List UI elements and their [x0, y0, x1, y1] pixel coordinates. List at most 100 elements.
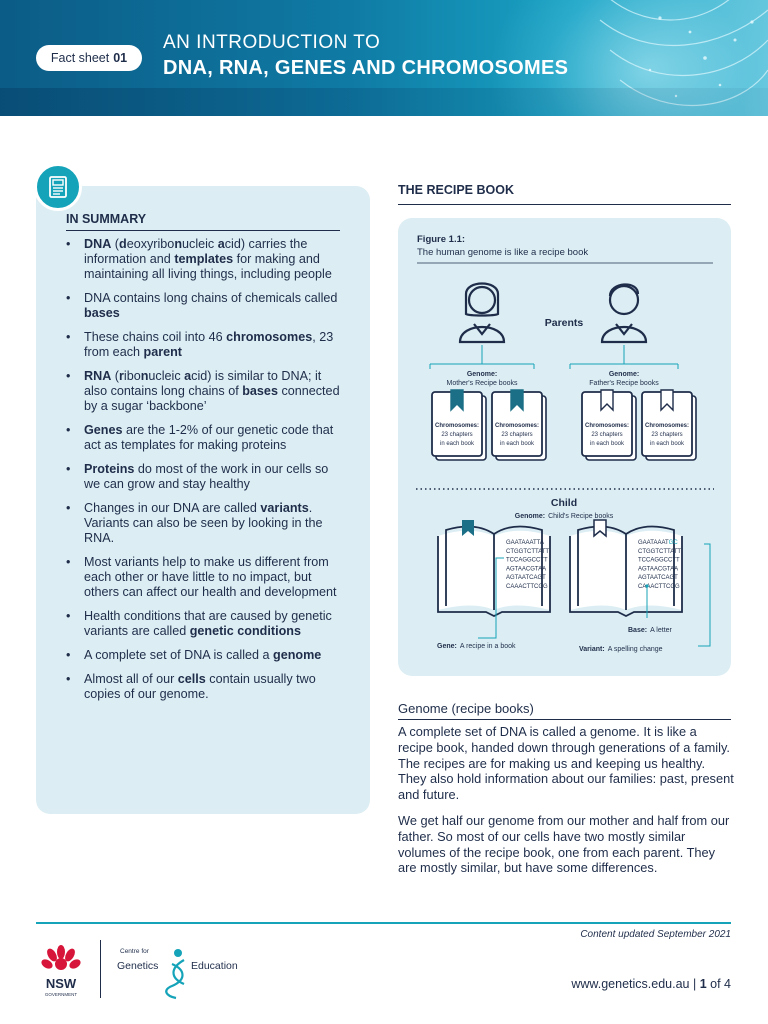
bookmark-outline-icon [593, 519, 607, 538]
cge-small-text: Centre for [120, 948, 150, 955]
page-header: Fact sheet 01 AN INTRODUCTION TO DNA, RN… [0, 0, 768, 116]
fact-sheet-badge: Fact sheet 01 [36, 45, 142, 71]
parents-label: Parents [545, 317, 584, 329]
father-icon [600, 283, 648, 344]
dna-glow-decoration [488, 0, 768, 116]
dna-figure-icon [165, 959, 185, 1000]
sequence-line: AGTAATCAGT [506, 575, 546, 581]
summary-bullet-text: bases [242, 384, 278, 398]
summary-bullet: Almost all of our cells contain usually … [64, 672, 344, 702]
summary-bullet-text: contain usually two copies of our genome… [84, 672, 316, 701]
summary-bullet: Proteins do most of the work in our cell… [64, 462, 344, 492]
sequence-line: AGTAACGTAA [638, 566, 678, 572]
dna-helix-decoration [599, 0, 768, 107]
recipe-book-figure: Figure 1.1: The human genome is like a r… [416, 234, 714, 653]
summary-bullet: DNA (deoxyribonucleic acid) carries the … [64, 237, 344, 282]
father-genome-title: Genome: [609, 371, 639, 378]
summary-bullet-text: DNA [84, 237, 112, 251]
mother-icon [458, 282, 506, 344]
chromosome-text: Chromosomes: [585, 423, 629, 429]
bookmark-icon [600, 389, 614, 412]
variant-text: A spelling change [608, 646, 663, 653]
child-genome-title: Genome: [515, 513, 545, 520]
genome-heading: Genome (recipe books) [398, 701, 534, 716]
sequence-line: GAATAAATTA [506, 540, 544, 546]
footer-divider [36, 922, 731, 924]
figure-label: Figure 1.1: [417, 234, 465, 245]
sequence-line: CTGGTCTTATT [506, 549, 549, 555]
summary-bullet-text: RNA [84, 369, 112, 383]
summary-bullet-text: ucleic [182, 237, 218, 251]
summary-bullet-text: are the 1-2% of our genetic code that ac… [84, 423, 334, 452]
chromosome-text: in each book [590, 441, 625, 447]
base-callout: Base:A letter [628, 627, 673, 634]
summary-bullet: DNA contains long chains of chemicals ca… [64, 291, 344, 321]
page-current: 1 [699, 977, 707, 991]
sequence-line: TCCAGGCCTT [506, 558, 548, 564]
chromosome-text: 23 chapters [441, 432, 472, 438]
chromosome-text: Chromosomes: [495, 423, 539, 429]
sequence-line: AGTAACGTAA [506, 566, 546, 572]
chromosome-text: in each book [440, 441, 475, 447]
genome-paragraph-2: We get half our genome from our mother a… [398, 813, 730, 876]
summary-bullet-text: do most of the work in our cells so we c… [84, 462, 329, 491]
gene-text: A recipe in a book [460, 643, 516, 650]
summary-bullet-text: Proteins [84, 462, 135, 476]
summary-bullet-text: ibo [123, 369, 141, 383]
child-genome-sub: Child's Recipe books [548, 513, 614, 520]
summary-bullet-text: a [217, 237, 225, 251]
chromosome-text: 23 chapters [501, 432, 532, 438]
page-title: DNA, RNA, GENES AND CHROMOSOMES [163, 57, 569, 79]
summary-bullet-text: Changes in our DNA are called [84, 501, 261, 515]
summary-bullet-text: A complete set of DNA is called a [84, 648, 273, 662]
summary-bullet: These chains coil into 46 chromosomes, 2… [64, 330, 344, 360]
summary-bullet-text: , 23 from each [84, 330, 334, 359]
summary-bullet: A complete set of DNA is called a genome [64, 648, 344, 663]
genome-paragraph-1: A complete set of DNA is called a genome… [398, 724, 734, 803]
page-separator: | [692, 977, 697, 991]
summary-bullet-text: cid) is similar to DNA; it also contains… [84, 369, 322, 398]
summary-bullet-text: genetic conditions [189, 624, 301, 638]
chromosome-text: in each book [650, 441, 685, 447]
mother-genome-sub: Mother's Recipe books [447, 380, 518, 387]
summary-bullet-text: cid) carries the information and [84, 237, 308, 266]
summary-bullet-text: d [119, 237, 127, 251]
website-link[interactable]: www.genetics.edu.au [571, 977, 690, 991]
child-label: Child [551, 497, 577, 509]
genome-divider [398, 719, 731, 720]
sequence-left: GAATAAATTA CTGGTCTTATT TCCAGGCCTT AGTAACGTA… [506, 540, 549, 590]
document-icon [34, 163, 82, 211]
chromosome-text: in each book [500, 441, 535, 447]
summary-bullet-text: a [184, 369, 192, 383]
chromosome-text: 23 chapters [591, 432, 622, 438]
father-genome-sub: Father's Recipe books [589, 380, 659, 387]
summary-bullet-text: genome [273, 648, 322, 662]
cge-word-education: Education [191, 960, 238, 972]
fact-sheet-number: 01 [113, 51, 128, 65]
summary-bullet-text: ( [111, 237, 119, 251]
variant-label: Variant: [579, 646, 605, 653]
bookmark-icon [450, 389, 464, 412]
figure-panel: Figure 1.1: The human genome is like a r… [398, 218, 731, 676]
footer-url-line: www.genetics.edu.au | 1 of 4 [571, 977, 731, 991]
chromosome-text: Chromosomes: [435, 423, 479, 429]
bookmark-icon [510, 389, 524, 412]
sequence-line: CTGGTCTTATT [638, 549, 681, 555]
child-genome-line: Genome:Child's Recipe books [515, 513, 614, 520]
summary-bullet-text: cells [177, 672, 206, 686]
summary-bullet-text: r [119, 369, 124, 383]
summary-bullet-text: parent [143, 345, 183, 359]
logo-separator [100, 940, 101, 998]
sequence-line: AGTAATCAGT [638, 575, 678, 581]
summary-bullet-text: connected by a sugar ‘backbone’ [84, 384, 340, 413]
recipe-book-heading: THE RECIPE BOOK [398, 183, 514, 197]
summary-bullet-text: templates [174, 252, 234, 266]
nsw-text: NSW [46, 976, 77, 991]
summary-bullet-text: chromosomes [226, 330, 313, 344]
chromosome-text: Chromosomes: [645, 423, 689, 429]
nsw-government-logo: NSW GOVERNMENT [41, 945, 81, 997]
summary-bullet: Most variants help to make us different … [64, 555, 344, 600]
bookmark-icon [660, 389, 674, 412]
gene-callout: Gene:A recipe in a book [437, 643, 516, 650]
